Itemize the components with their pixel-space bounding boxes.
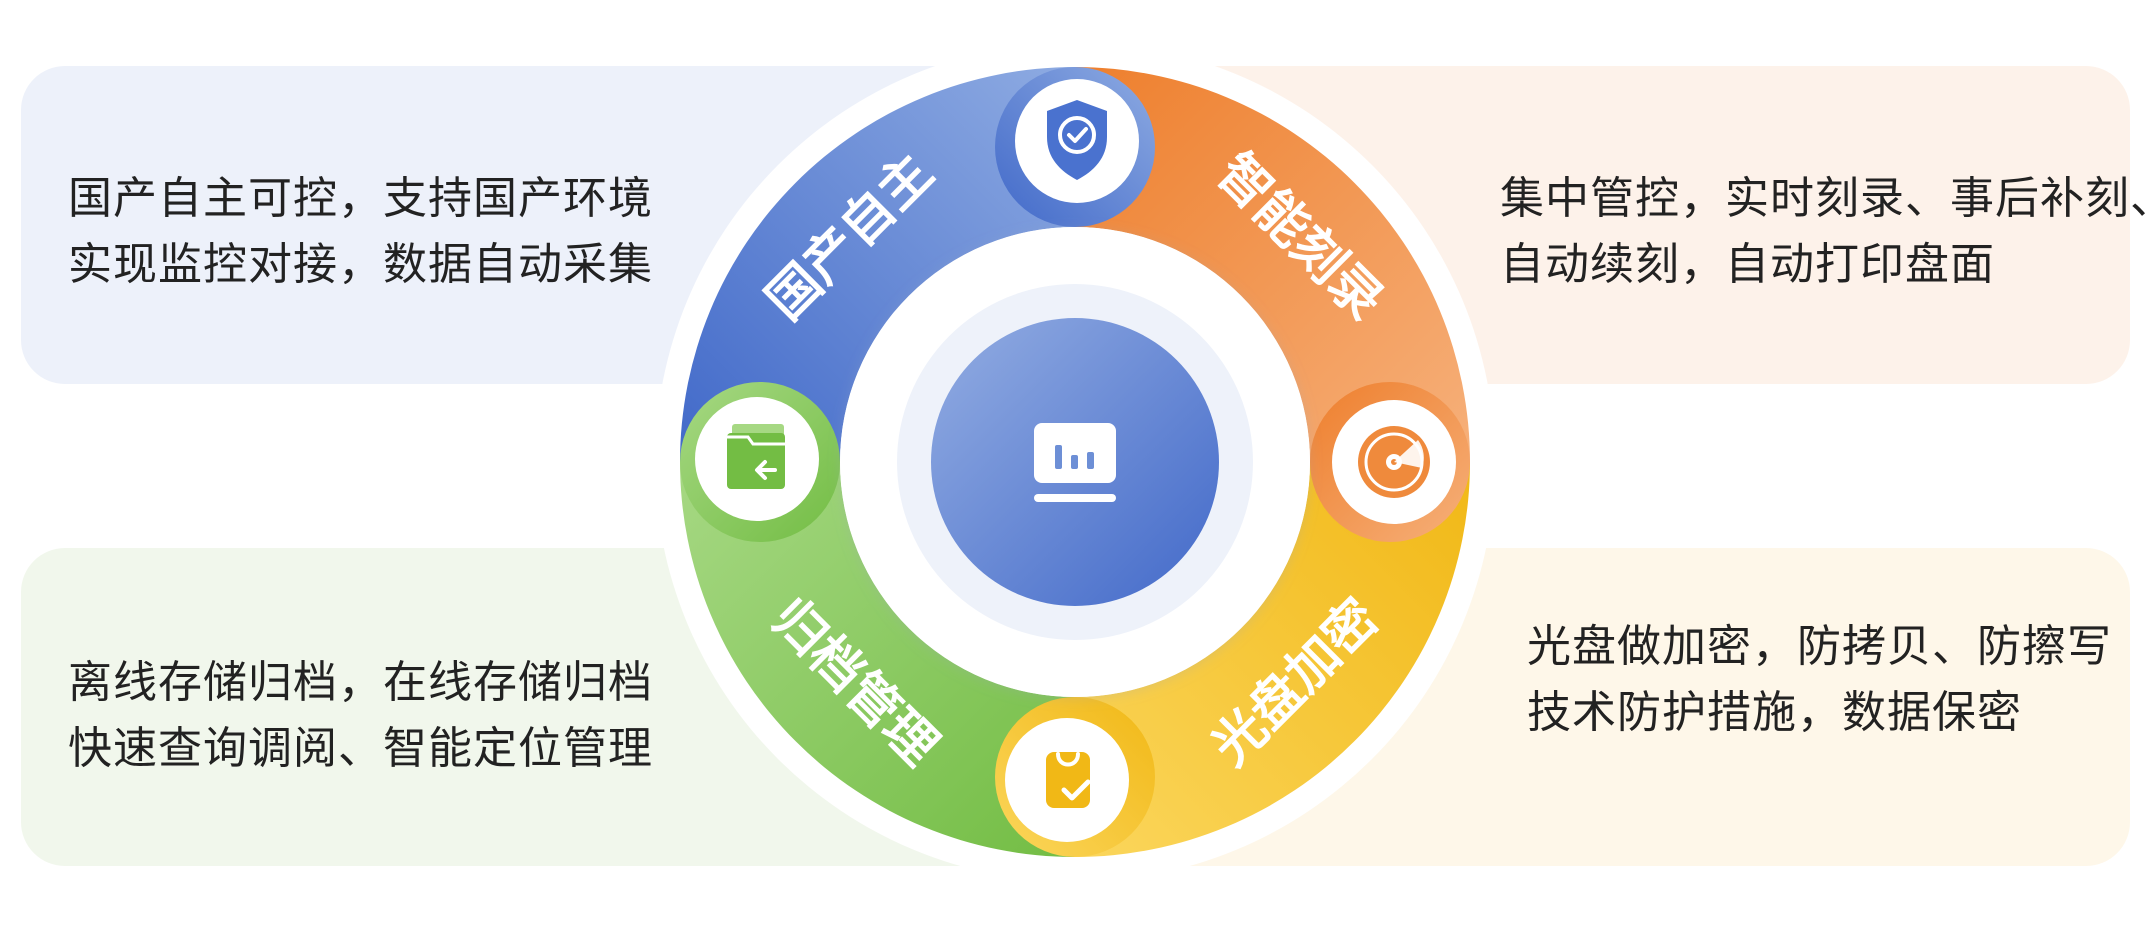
description-line: 国产自主可控，支持国产环境: [68, 173, 653, 224]
description-line: 快速查询调阅、智能定位管理: [68, 723, 653, 774]
description-line: 技术防护措施，数据保密: [1527, 687, 2022, 738]
bag-check-icon: [1046, 752, 1091, 808]
description-line: 自动续刻，自动打印盘面: [1500, 239, 1995, 290]
description-line: 集中管控，实时刻录、事后补刻、: [1500, 173, 2154, 224]
description-line: 实现监控对接，数据自动采集: [68, 239, 653, 290]
description-guidang-guanli: 离线存储归档，在线存储归档 快速查询调阅、智能定位管理: [68, 650, 653, 782]
segment-guochan-zizhu: [680, 67, 1075, 462]
description-guangpan-jiami: 光盘做加密，防拷贝、防擦写 技术防护措施，数据保密: [1527, 614, 2112, 746]
segment-zhineng-kelu: [1075, 67, 1470, 462]
description-guochan-zizhu: 国产自主可控，支持国产环境 实现监控对接，数据自动采集: [68, 166, 653, 298]
description-zhineng-kelu: 集中管控，实时刻录、事后补刻、 自动续刻，自动打印盘面: [1500, 166, 2154, 298]
segment-guangpan-jiami: [1075, 462, 1470, 857]
description-line: 离线存储归档，在线存储归档: [68, 657, 653, 708]
shield-check-icon: [1047, 100, 1107, 180]
segment-guidang-guanli: [680, 462, 1075, 857]
presentation-chart-icon: [1034, 423, 1116, 502]
description-line: 光盘做加密，防拷贝、防擦写: [1527, 621, 2112, 672]
disc-burn-icon: [1358, 426, 1430, 498]
folder-archive-icon: [727, 424, 785, 489]
